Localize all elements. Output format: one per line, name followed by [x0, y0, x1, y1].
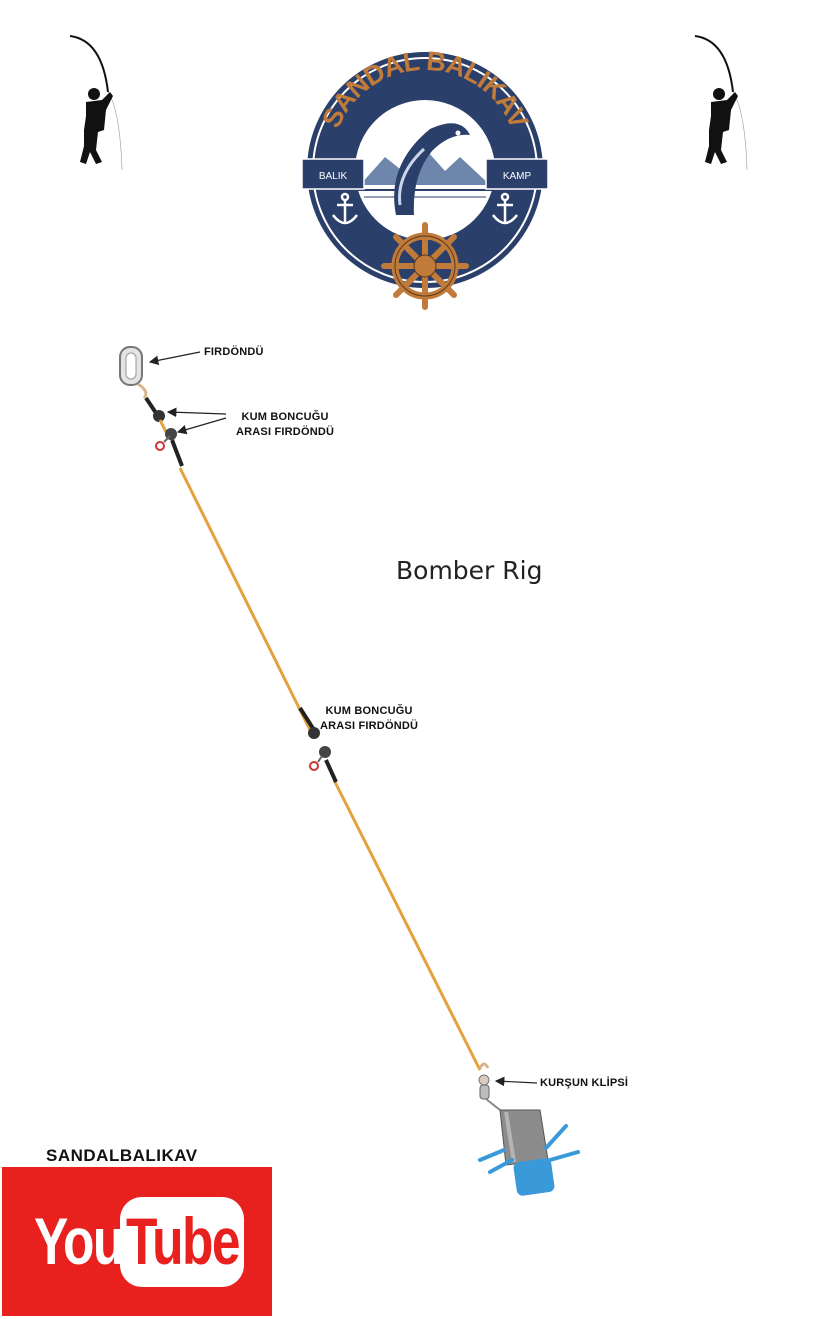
label-bead-swivel-mid-line1: KUM BONCUĞU	[325, 705, 413, 717]
swivel-ring-icon	[155, 441, 165, 451]
swivel-ring-icon	[309, 761, 319, 771]
brand-logo: BALIK KAMP SANDAL BALIKAV	[301, 46, 549, 310]
bead-icon	[308, 727, 320, 739]
fisherman-left-icon	[69, 35, 123, 171]
ship-wheel-icon	[381, 222, 469, 310]
main-line-lower	[332, 779, 482, 1071]
channel-name: SANDALBALIKAV	[46, 1146, 198, 1165]
youtube-logo[interactable]: You Tube	[2, 1167, 272, 1316]
fisherman-right-icon	[694, 35, 748, 171]
fish-icon	[394, 123, 470, 215]
bead-icon	[319, 746, 331, 758]
youtube-tube-bg: Tube	[120, 1197, 244, 1287]
anchor-icon	[492, 192, 518, 225]
label-bead-swivel-mid-line2: ARASI FIRDÖNDÜ	[320, 720, 419, 732]
label-swivel: FIRDÖNDÜ	[204, 346, 264, 358]
label-lead-clip: KURŞUN KLİPSİ	[540, 1077, 629, 1089]
youtube-tube-text: Tube	[126, 1204, 240, 1278]
sinker-icon	[478, 1109, 580, 1196]
main-line-upper	[178, 467, 312, 731]
logo-right-badge: KAMP	[503, 171, 532, 182]
lead-clip-icon	[478, 1062, 501, 1111]
label-bead-swivel-mid: KUM BONCUĞU ARASI FIRDÖNDÜ	[320, 704, 418, 734]
bead-icon	[153, 410, 165, 422]
anchor-icon	[332, 192, 358, 225]
label-bead-swivel-top-line2: ARASI FIRDÖNDÜ	[236, 426, 335, 438]
diagram-title: Bomber Rig	[396, 556, 543, 585]
snap-swivel-icon	[119, 346, 148, 400]
youtube-you-text: You	[34, 1204, 124, 1278]
label-bead-swivel-top-line1: KUM BONCUĞU	[241, 411, 329, 423]
label-bead-swivel-top: KUM BONCUĞU ARASI FIRDÖNDÜ	[236, 410, 334, 440]
logo-left-badge: BALIK	[319, 171, 348, 182]
